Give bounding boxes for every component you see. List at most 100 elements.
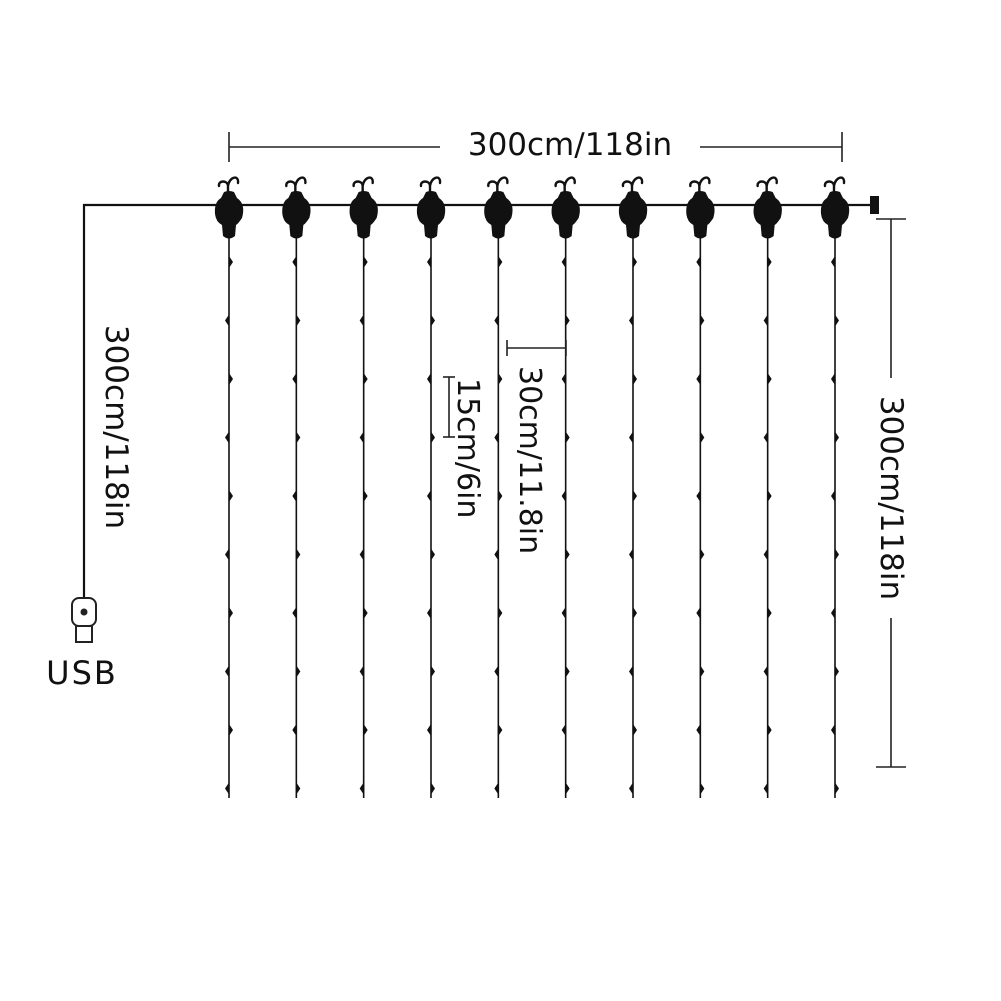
- led-bead: [498, 373, 503, 385]
- strand-length-dimension: 300cm/118in: [873, 218, 909, 768]
- led-bead: [359, 782, 364, 795]
- led-bead: [427, 607, 431, 619]
- strand-length-label: 300cm/118in: [873, 396, 909, 600]
- led-bead: [363, 607, 368, 619]
- clip-bulb-icon: [484, 191, 513, 239]
- led-bead: [700, 782, 705, 795]
- strand: [618, 176, 648, 798]
- led-bead: [696, 724, 701, 736]
- led-bead: [565, 314, 570, 327]
- led-bead: [565, 665, 570, 678]
- led-bead: [835, 548, 839, 561]
- led-bead: [494, 548, 499, 561]
- led-bead: [831, 256, 835, 268]
- strand: [551, 176, 580, 798]
- led-bead: [633, 724, 637, 736]
- led-bead: [427, 256, 431, 268]
- led-bead: [629, 665, 633, 678]
- led-bead: [427, 373, 431, 385]
- led-bead: [292, 607, 297, 619]
- led-bead: [831, 607, 835, 619]
- led-bead: [696, 256, 701, 268]
- led-bead: [363, 490, 368, 502]
- led-bead: [763, 782, 768, 795]
- led-bead: [633, 373, 637, 385]
- led-bead: [831, 490, 835, 502]
- hook-icon: [621, 176, 644, 194]
- led-bead: [225, 548, 229, 561]
- led-bead: [633, 607, 637, 619]
- led-bead: [633, 490, 637, 502]
- strand: [214, 176, 244, 798]
- led-bead: [292, 256, 297, 268]
- strand-spacing-label: 30cm/11.8in: [512, 366, 547, 554]
- strand: [484, 176, 513, 798]
- led-bead: [296, 782, 301, 795]
- led-bead: [767, 256, 772, 268]
- hook-icon: [756, 176, 778, 194]
- strand: [686, 176, 715, 798]
- led-bead: [229, 256, 233, 268]
- width-dimension: 300cm/118in: [228, 127, 843, 163]
- led-bead: [296, 431, 301, 444]
- led-bead: [629, 782, 633, 795]
- clip-bulb-icon: [618, 191, 648, 239]
- led-bead: [229, 373, 233, 385]
- hook-icon: [689, 176, 711, 194]
- strand: [349, 176, 378, 798]
- hook-icon: [285, 176, 307, 194]
- usb-plug-icon: [71, 597, 97, 643]
- led-bead: [700, 548, 705, 561]
- led-bead: [431, 548, 435, 561]
- led-bead: [763, 314, 768, 327]
- led-bead: [700, 314, 705, 327]
- led-bead: [292, 490, 297, 502]
- led-bead: [565, 782, 570, 795]
- hook-icon: [352, 176, 374, 194]
- led-bead: [498, 724, 503, 736]
- led-bead: [700, 431, 705, 444]
- led-bead: [494, 314, 499, 327]
- strand: [416, 176, 446, 798]
- clip-bulb-icon: [214, 191, 244, 239]
- led-bead: [229, 724, 233, 736]
- lead-cable: USB 300cm/118in: [46, 203, 229, 692]
- led-bead: [767, 373, 772, 385]
- led-bead: [225, 314, 229, 327]
- usb-label: USB: [46, 654, 118, 692]
- led-bead: [831, 373, 835, 385]
- clip-bulb-icon: [551, 191, 580, 239]
- led-bead: [561, 373, 566, 385]
- led-bead: [763, 548, 768, 561]
- led-bead: [696, 490, 701, 502]
- led-bead: [225, 431, 229, 444]
- clip-bulb-icon: [686, 191, 715, 239]
- led-bead: [431, 665, 435, 678]
- led-bead: [696, 373, 701, 385]
- led-bead: [835, 431, 839, 444]
- clip-bulb-icon: [416, 191, 446, 239]
- led-bead: [427, 724, 431, 736]
- led-bead: [498, 490, 503, 502]
- led-bead: [561, 724, 566, 736]
- led-bead: [359, 431, 364, 444]
- led-bead: [700, 665, 705, 678]
- strand: [753, 176, 782, 798]
- led-bead: [431, 782, 435, 795]
- hook-icon: [217, 176, 240, 194]
- hook-icon: [419, 176, 442, 194]
- led-bead: [498, 256, 503, 268]
- hook-icon: [823, 176, 846, 194]
- width-label: 300cm/118in: [468, 127, 672, 163]
- led-bead: [767, 724, 772, 736]
- led-bead: [835, 782, 839, 795]
- hook-icon: [554, 176, 576, 194]
- lead-length-label: 300cm/118in: [98, 325, 134, 529]
- led-bead: [359, 548, 364, 561]
- led-bead: [296, 548, 301, 561]
- led-bead: [296, 665, 301, 678]
- led-bead: [561, 490, 566, 502]
- led-bead: [763, 431, 768, 444]
- clip-bulb-icon: [282, 191, 311, 239]
